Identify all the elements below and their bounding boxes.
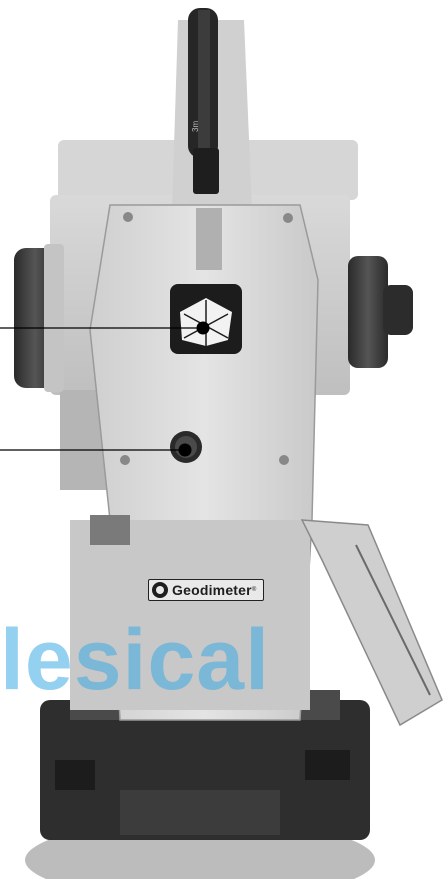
left-knob [14,244,64,392]
display-panel [300,519,443,727]
antenna-marking: 3m [191,121,200,132]
lower-body [70,515,310,710]
callout-lines [0,321,210,457]
leader-dot-switch [178,443,192,457]
right-knob [348,256,413,368]
brand-label: Geodimeter® [148,579,264,601]
watermark-text: lesical [0,612,270,708]
sight-window [170,284,242,354]
carry-handle: 3m [172,8,252,210]
geodimeter-logo-icon [152,582,168,598]
brand-name: Geodimeter [172,582,252,598]
registered-mark: ® [251,587,257,593]
leader-dot-sight [196,321,210,335]
